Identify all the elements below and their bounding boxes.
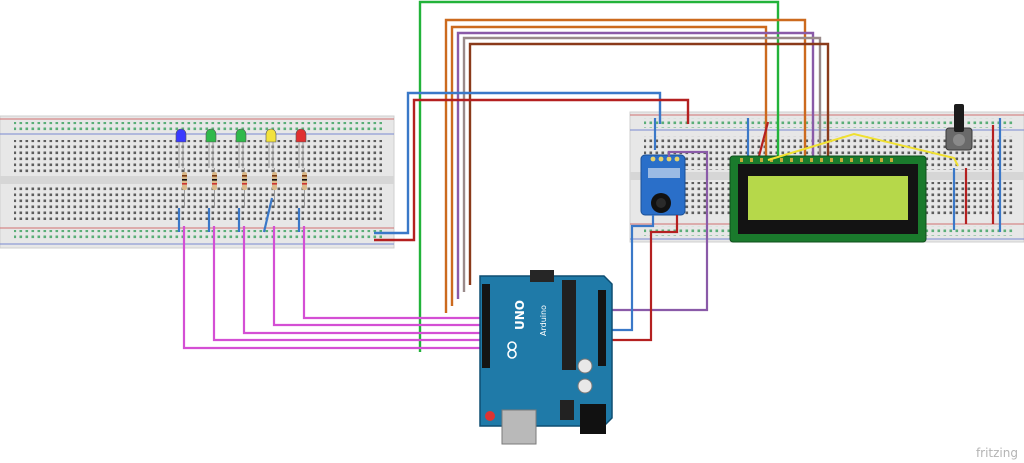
led-2[interactable] — [205, 128, 217, 168]
arduino-maker-label: Arduino — [539, 305, 548, 336]
wire-blue-power[interactable] — [374, 91, 662, 235]
wire-sensor-purple[interactable] — [603, 150, 709, 312]
led-signal-wires — [182, 226, 486, 350]
digital-header — [482, 284, 490, 368]
wire-red-power[interactable] — [374, 98, 690, 242]
sensor-wires — [603, 150, 709, 342]
wire-gray[interactable] — [462, 36, 822, 292]
led-4[interactable] — [265, 128, 277, 168]
wire-orange-2[interactable] — [450, 25, 768, 306]
top-wire-bundle — [374, 0, 830, 352]
lcd-pin-header — [740, 158, 893, 162]
left-jumpers — [177, 197, 301, 233]
wire-led-2[interactable] — [212, 226, 486, 342]
wire-sensor-red[interactable] — [603, 215, 679, 342]
resistor-2[interactable] — [212, 168, 217, 208]
wire-yellow[interactable] — [767, 132, 959, 167]
resistor-1[interactable] — [182, 168, 187, 208]
analog-header — [598, 290, 606, 366]
led-5[interactable] — [295, 128, 307, 168]
jumper-r-red-1[interactable] — [756, 121, 770, 161]
fritzing-watermark: fritzing — [975, 446, 1018, 460]
infinity-logo-icon — [507, 341, 517, 359]
sound-sensor-module[interactable] — [640, 154, 686, 216]
led-array — [175, 128, 307, 208]
led-3[interactable] — [235, 128, 247, 168]
wire-brown[interactable] — [468, 42, 830, 285]
resistor-4[interactable] — [272, 168, 277, 208]
wire-led-3[interactable] — [242, 226, 486, 335]
jumper-blue-4[interactable] — [262, 197, 274, 233]
wire-led-4[interactable] — [272, 226, 486, 327]
wire-sensor-blue[interactable] — [603, 215, 655, 332]
right-jumpers — [653, 118, 1002, 232]
potentiometer[interactable] — [945, 104, 973, 151]
wire-orange[interactable] — [444, 18, 807, 313]
arduino-model-label: UNO — [513, 300, 527, 330]
wire-purple[interactable] — [456, 31, 815, 299]
reset-button[interactable] — [485, 411, 495, 421]
arduino-board[interactable]: UNO Arduino — [479, 270, 613, 445]
lcd-display[interactable] — [729, 155, 927, 243]
wire-green[interactable] — [418, 0, 780, 352]
resistor-5[interactable] — [302, 168, 307, 208]
usb-port — [501, 409, 537, 445]
led-1[interactable] — [175, 128, 187, 168]
wire-led-1[interactable] — [182, 226, 486, 350]
wire-led-5[interactable] — [302, 226, 486, 320]
power-jack — [580, 404, 606, 434]
atmega-chip — [562, 280, 576, 370]
resistor-3[interactable] — [242, 168, 247, 208]
left-breadboard — [0, 115, 395, 249]
